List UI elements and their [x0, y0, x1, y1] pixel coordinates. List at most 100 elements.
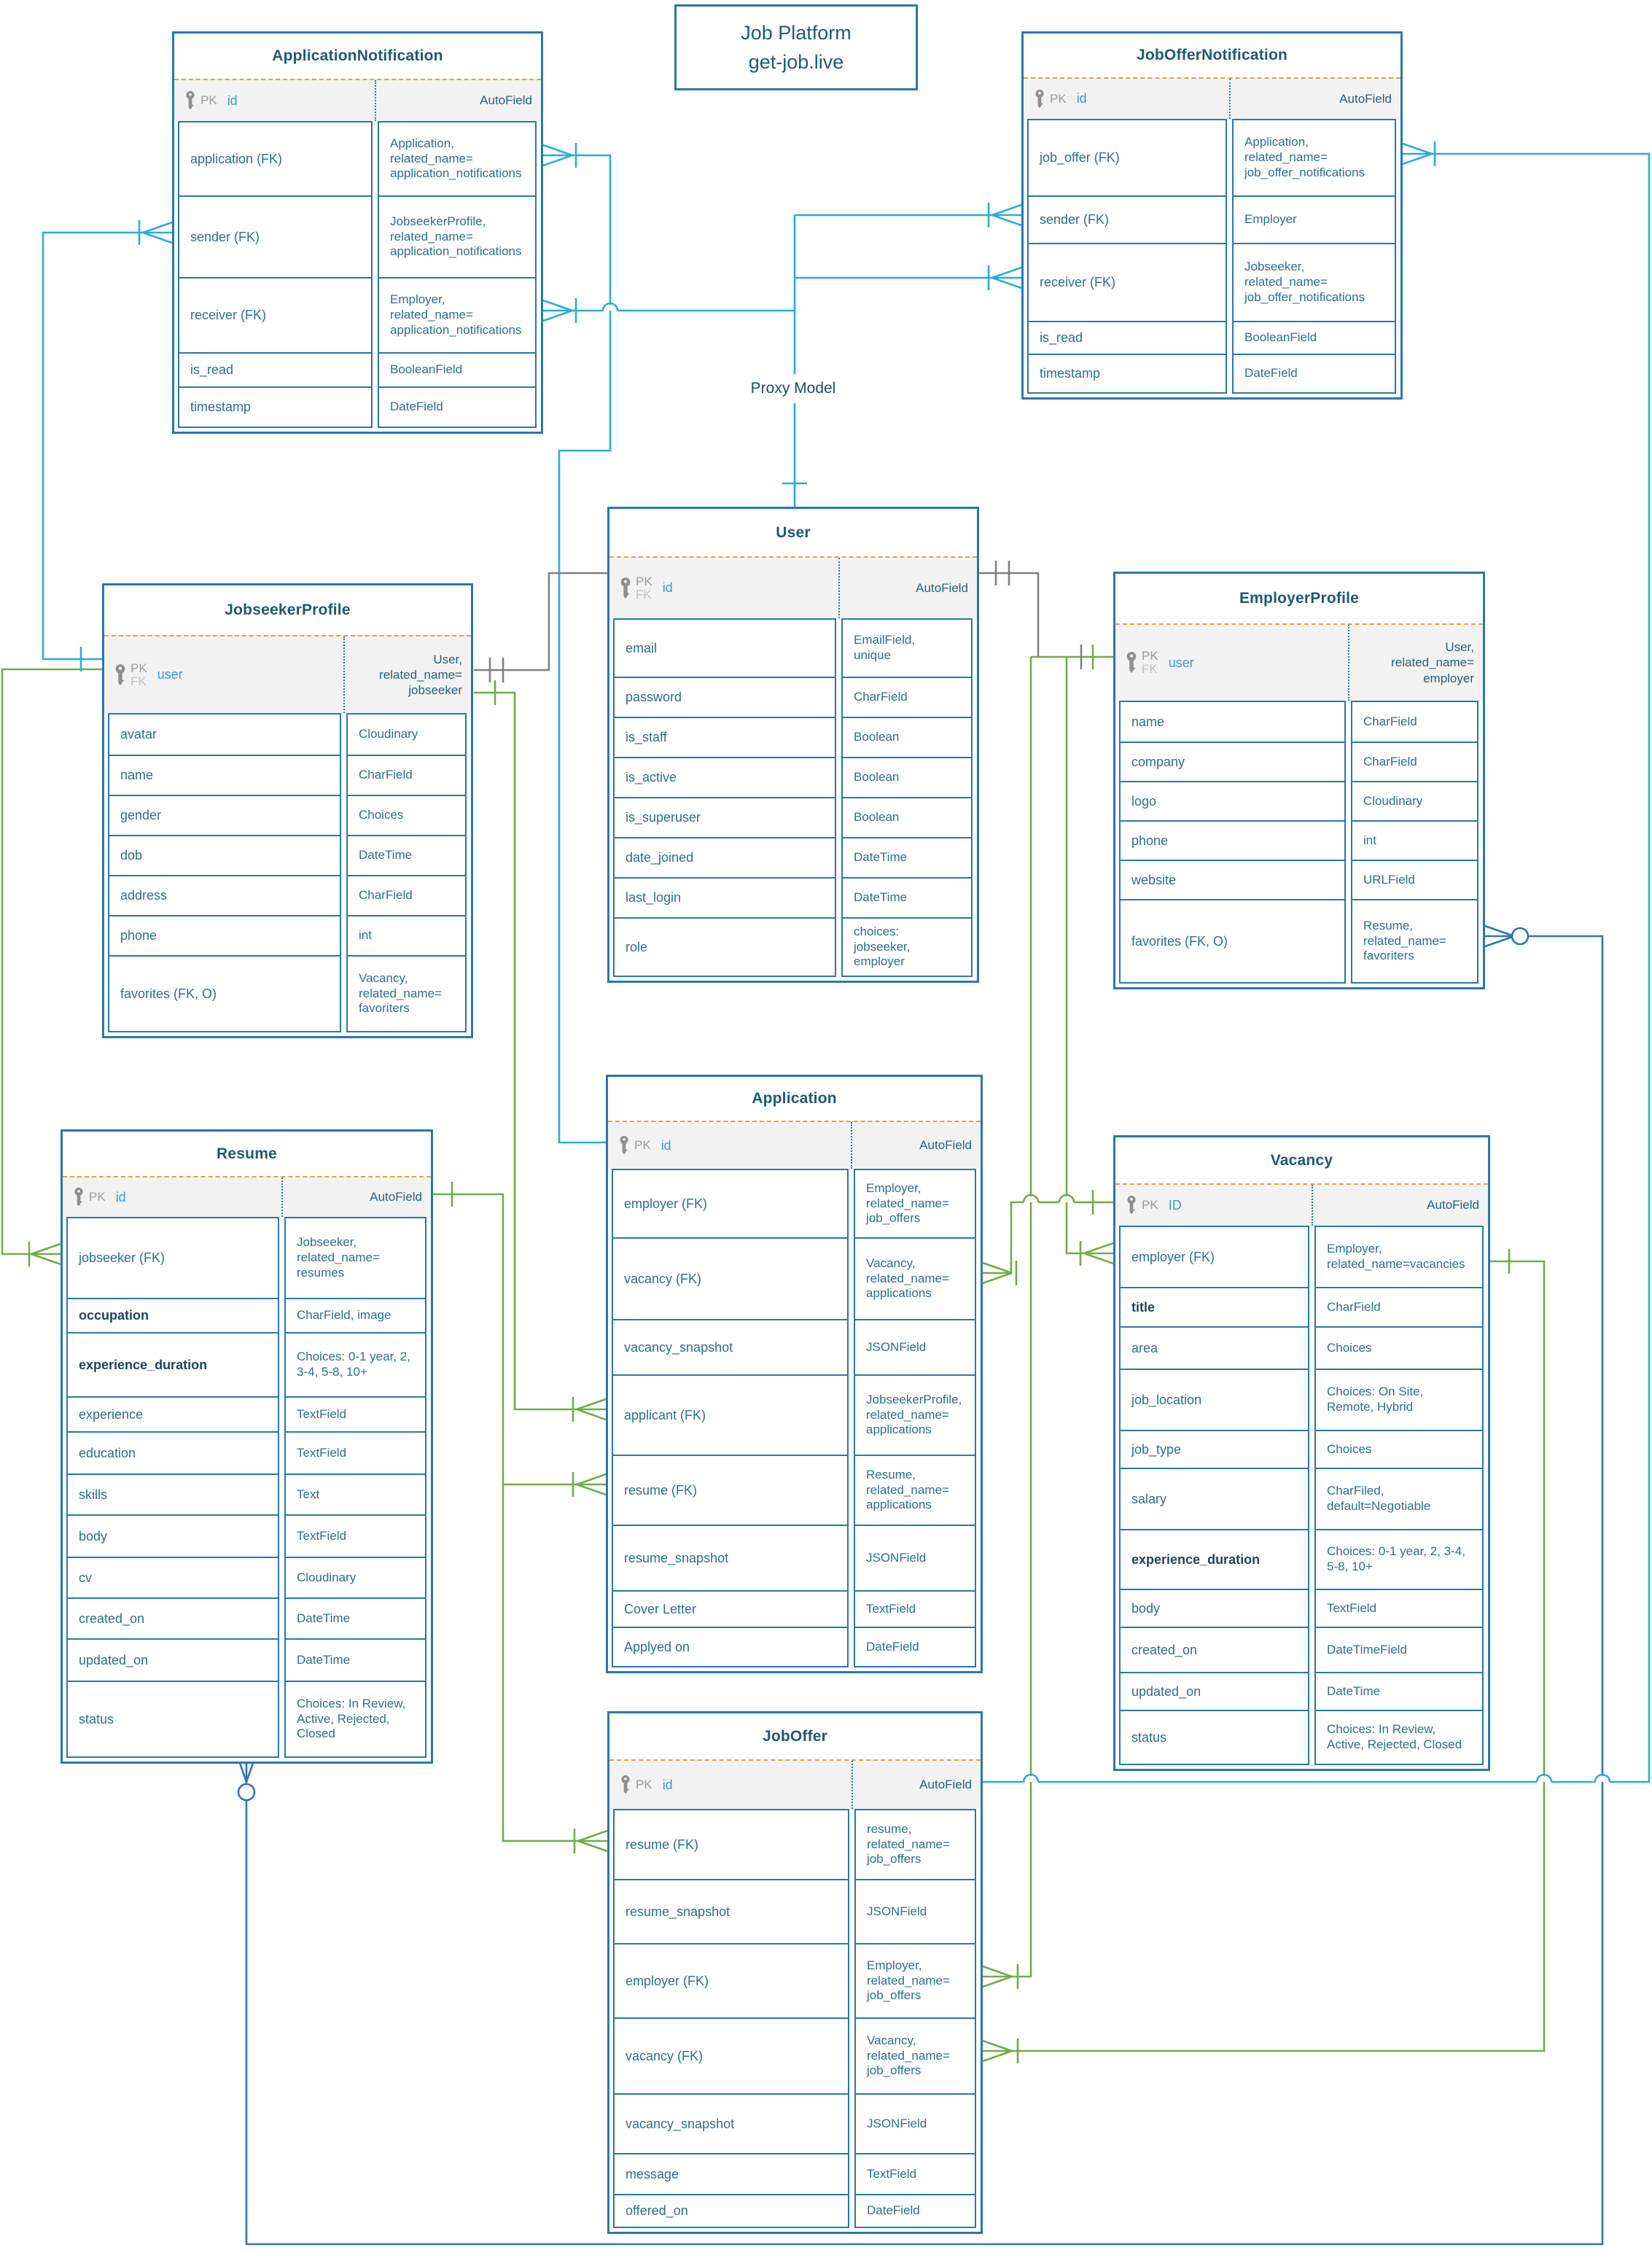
fields-body: application (FK)sender (FK)receiver (FK)…: [174, 121, 541, 432]
field-name: applicant (FK): [624, 1407, 706, 1422]
field-type: Application, related_name= application_n…: [390, 136, 522, 181]
field-name: is_read: [190, 362, 234, 377]
field-row: area: [1121, 1326, 1308, 1369]
field-row: gender: [109, 795, 340, 835]
field-type: Boolean: [854, 770, 900, 785]
field-type: BooleanField: [1244, 330, 1317, 345]
field-name: body: [1131, 1600, 1161, 1616]
field-row: phone: [1121, 820, 1344, 860]
field-type-row: Boolean: [843, 757, 971, 797]
field-type: JSONField: [867, 1904, 927, 1918]
field-type: TextField: [1327, 1600, 1377, 1615]
field-name: phone: [120, 928, 157, 943]
field-row: Cover Letter: [613, 1590, 847, 1627]
field-type: Vacancy, related_name= applications: [866, 1256, 949, 1301]
field-type-row: Choices: 0-1 year, 2, 3-4, 5-8, 10+: [1316, 1529, 1482, 1589]
pk-column-divider: [851, 1122, 852, 1169]
field-type-row: Choices: On Site, Remote, Hybrid: [1316, 1369, 1482, 1430]
field-type-row: DateField: [855, 1627, 975, 1666]
column-gap: [373, 121, 378, 428]
field-type-row: DateField: [1234, 354, 1395, 392]
crow-foot-marker: [31, 1242, 61, 1266]
field-name: area: [1131, 1340, 1158, 1355]
field-type-row: BooleanField: [1234, 321, 1395, 354]
field-type: Employer, related_name= job_offers: [866, 1180, 949, 1226]
field-type-row: CharField: [843, 677, 971, 717]
field-type-row: DateTime: [286, 1638, 425, 1681]
diagram-title-box[interactable]: Job Platform get-job.live: [674, 4, 918, 90]
field-type: DateTime: [854, 890, 908, 905]
field-type-row: DateTime: [843, 877, 971, 917]
field-name: job_offer (FK): [1040, 150, 1120, 165]
diagram-title-line2: get-job.live: [748, 51, 844, 73]
field-type-row: CharField: [1352, 741, 1477, 781]
field-type-row: Cloudinary: [286, 1557, 425, 1597]
connector-user-employerprofile: [979, 572, 1040, 657]
field-row: created_on: [1121, 1627, 1308, 1672]
field-name: is_superuser: [626, 810, 701, 825]
field-type-row: DateTimeField: [1316, 1627, 1482, 1672]
field-name: sender (FK): [1040, 212, 1110, 227]
column-gap: [1227, 119, 1232, 394]
field-type: TextField: [297, 1406, 347, 1421]
field-name-column: employer (FK)vacancy (FK)vacancy_snapsho…: [612, 1169, 849, 1667]
field-type: CharField: [359, 768, 413, 782]
field-name: favorites (FK, O): [1131, 933, 1228, 949]
field-row: email: [615, 620, 835, 677]
crow-foot-marker: [576, 1473, 607, 1496]
field-row: title: [1121, 1287, 1308, 1326]
field-type-row: JSONField: [856, 2093, 975, 2153]
field-type-row: EmailField, unique: [843, 620, 971, 677]
field-name: favorites (FK, O): [120, 986, 217, 1001]
field-type-row: CharField: [1352, 702, 1477, 741]
field-type: TextField: [297, 1445, 347, 1460]
pk-key-label: PK: [636, 1778, 652, 1792]
field-row: salary: [1121, 1468, 1308, 1529]
field-type: DateField: [866, 1639, 919, 1654]
field-row: logo: [1121, 781, 1344, 820]
pk-column-divider: [375, 80, 376, 121]
field-type: DateTimeField: [1327, 1642, 1407, 1657]
field-name: cv: [79, 1570, 92, 1585]
field-name: gender: [120, 808, 162, 822]
field-type-row: CharField: [348, 755, 465, 795]
field-type-row: Boolean: [843, 797, 971, 837]
crow-foot-marker: [142, 221, 173, 244]
column-gap: [1346, 701, 1351, 984]
field-type-row: Application, related_name= job_offer_not…: [1234, 120, 1395, 195]
field-row: receiver (FK): [1029, 243, 1226, 321]
field-row: is_read: [1029, 321, 1226, 354]
field-name: created_on: [79, 1611, 145, 1626]
field-type-row: JSONField: [855, 1319, 975, 1374]
field-row: occupation: [68, 1298, 278, 1332]
field-row: message: [615, 2153, 848, 2194]
field-type-row: URLField: [1352, 860, 1477, 899]
field-row: education: [68, 1431, 278, 1474]
key-icon: [621, 1775, 630, 1794]
field-type-row: Choices: [348, 795, 465, 835]
field-name: date_joined: [626, 850, 694, 865]
field-name: updated_on: [79, 1652, 149, 1667]
pk-field-type: AutoField: [370, 1190, 422, 1204]
field-type-column: Application, related_name= application_n…: [378, 121, 537, 428]
